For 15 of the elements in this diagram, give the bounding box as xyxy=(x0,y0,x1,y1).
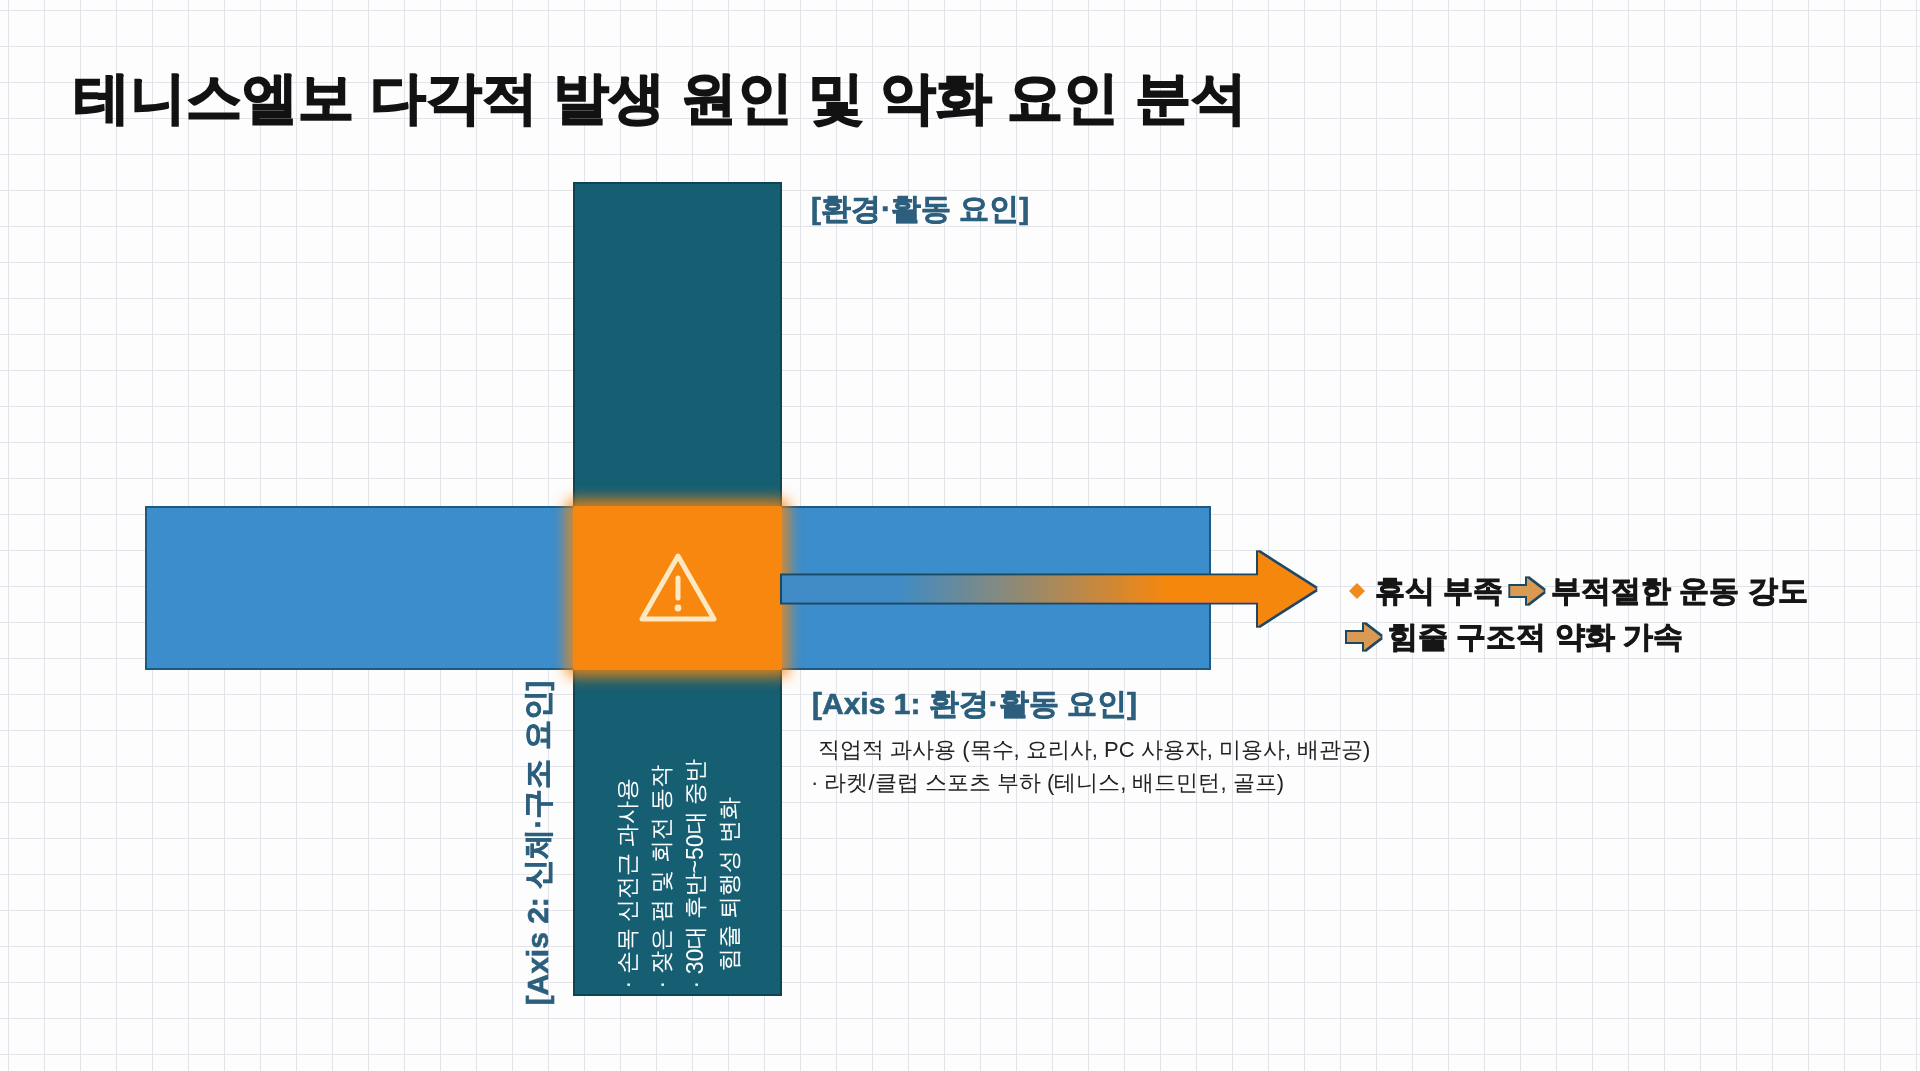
arrow xyxy=(1510,578,1544,604)
title: 테니스엘보 다각적 발생 원인 및 악화 요인 분석 xyxy=(74,65,1247,131)
flow-text: 휴식 부족 xyxy=(1375,573,1504,609)
arrow xyxy=(782,552,1316,626)
axis-label: [Axis 1: 환경·활동 요인] xyxy=(812,686,1138,722)
bullet-text: · 30대 후반~50대 중반 힘줄 퇴행성 변화 xyxy=(681,757,743,989)
flow-text: 힘줄 구조적 약화 가속 xyxy=(1381,619,1683,655)
bullet-text: · 손목 신전근 과사용 xyxy=(613,776,641,989)
body-text: 직업적 과사용 (목수, 요리사, PC 사용자, 미용사, 배관공) xyxy=(818,737,1371,764)
axis-label: [Axis 2: 신체·구조 요인] xyxy=(520,680,555,1006)
body-text: · 라켓/클럽 스포츠 부하 (테니스, 배드민턴, 골프) xyxy=(811,770,1284,797)
arrow xyxy=(1347,624,1381,650)
bullet-text: · 잦은 펌 및 회전 동작 xyxy=(647,763,675,989)
axis-label: [환경·활동 요인] xyxy=(811,191,1030,227)
flow-text: 부적절한 운동 강도 xyxy=(1544,573,1808,609)
